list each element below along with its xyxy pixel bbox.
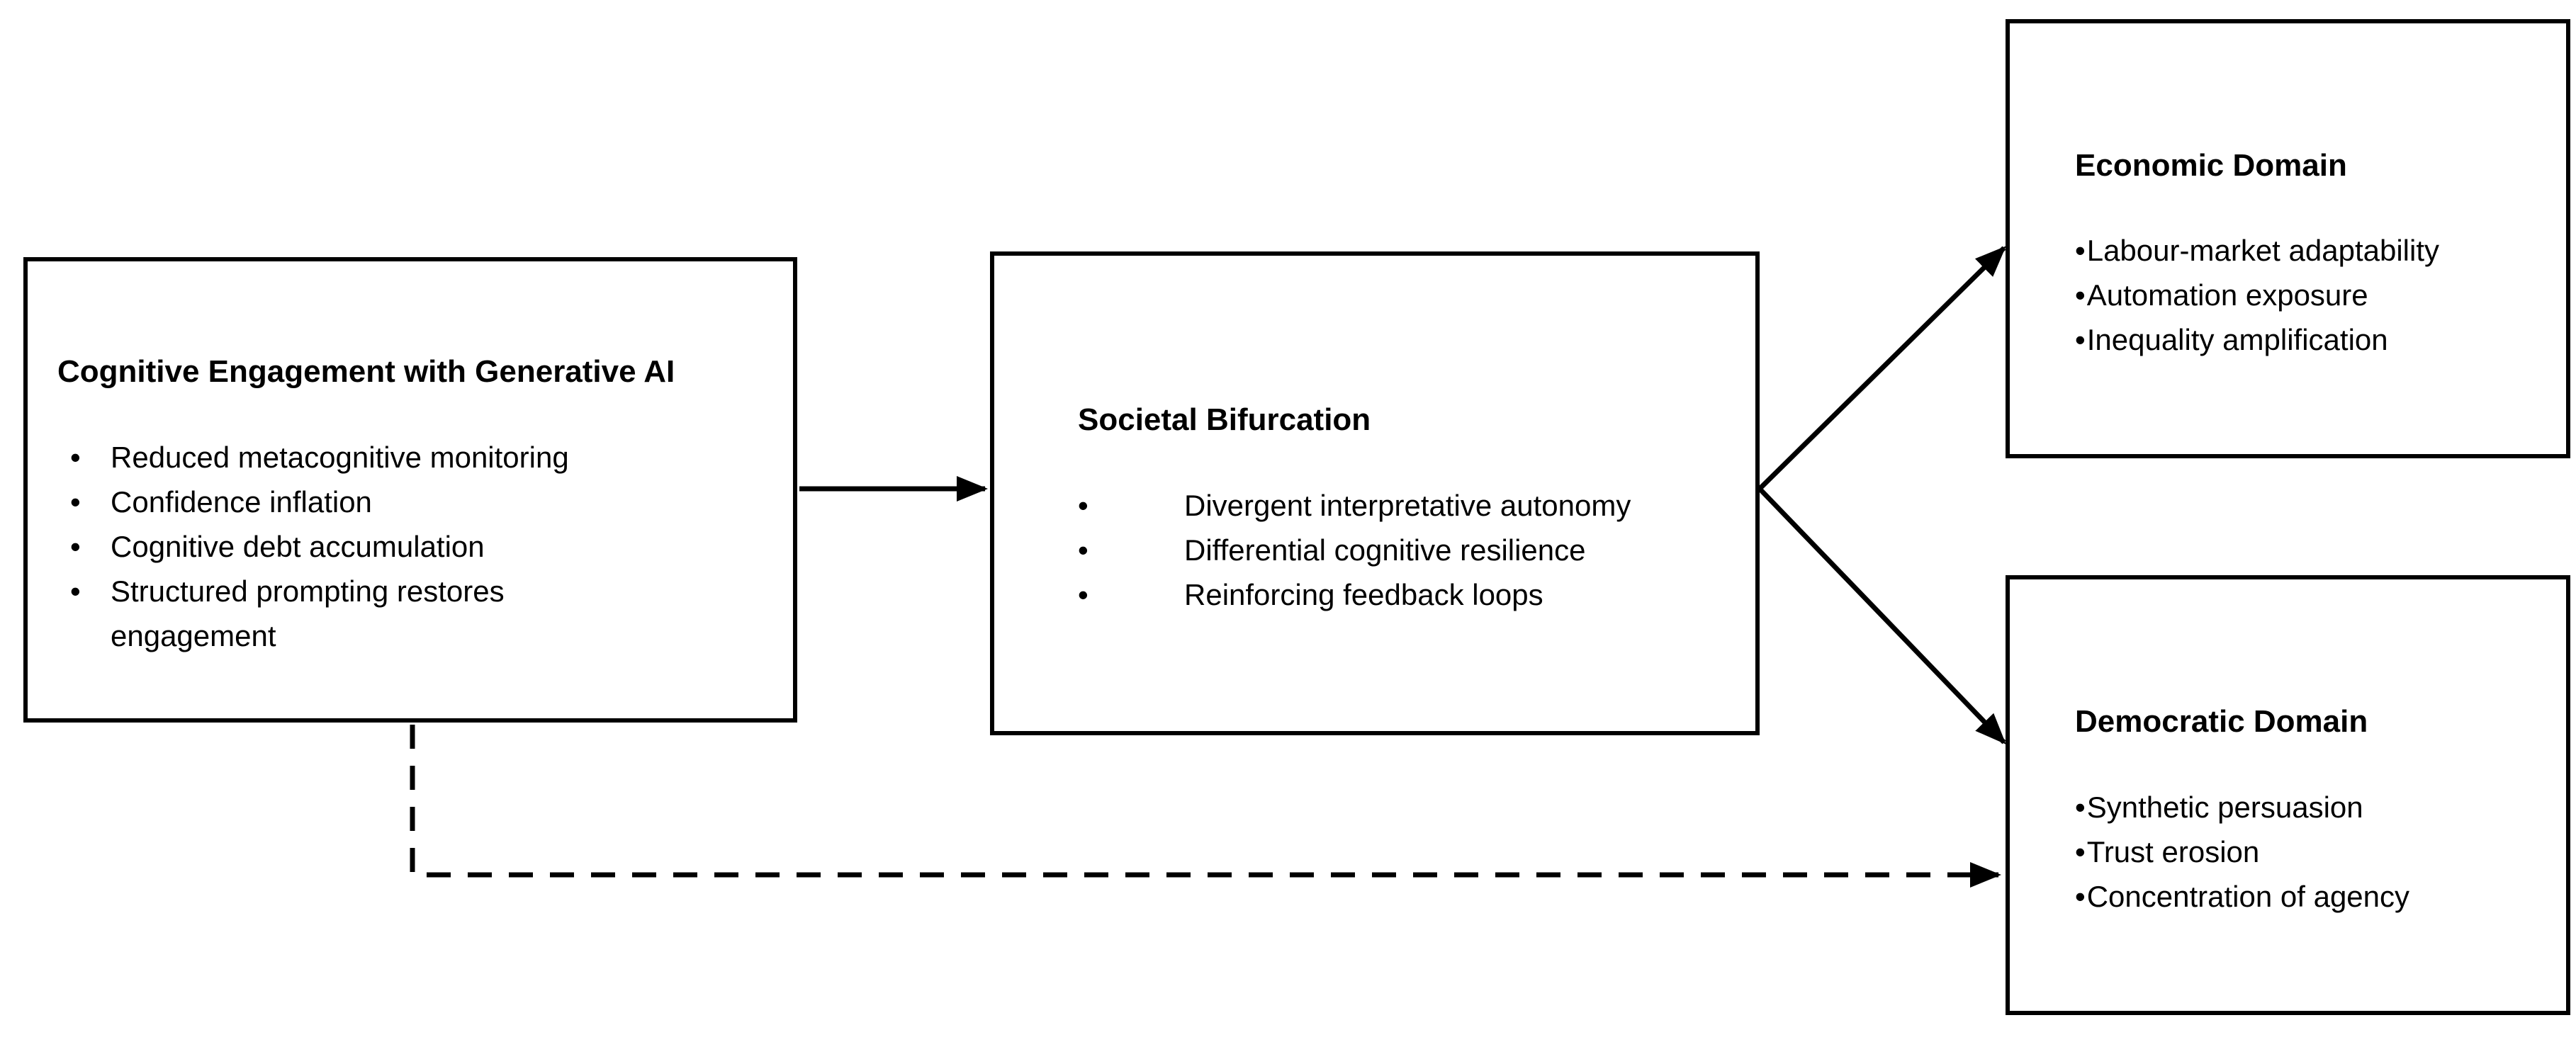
node-title: Economic Domain [2075,147,2347,183]
list-item-label: Labour-market adaptability [2086,234,2439,268]
bullet-marker: • [2075,790,2086,824]
arrow-cognitive-to-democratic-dashed [410,725,2001,888]
node-title: Democratic Domain [2075,704,2368,740]
list-item-label: Inequality amplification [2086,323,2388,357]
node-economic-domain: Economic Domain • Labour-market adaptabi… [2006,19,2570,458]
list-item: • Labour-market adaptability [2075,228,2549,273]
list-item: • Synthetic persuasion [2075,785,2549,829]
bullet-marker: • [70,574,81,608]
bullet-marker: • [2075,234,2086,268]
list-item: • Trust erosion [2075,829,2549,874]
list-item-label: Confidence inflation [111,485,372,519]
bullet-marker: • [1078,488,1089,522]
list-item: • Reinforcing feedback loops [1078,572,1734,617]
list-item: • Divergent interpretative autonomy [1078,483,1734,528]
bullet-list: • Reduced metacognitive monitoring • Con… [57,435,769,658]
bullet-list: • Labour-market adaptability • Automatio… [2075,228,2549,362]
list-item-label: Structured prompting restores engagement [111,574,505,652]
bullet-marker: • [70,485,81,519]
bullet-marker: • [1078,577,1089,611]
list-item: • Differential cognitive resilience [1078,528,1734,572]
list-item-label: Synthetic persuasion [2086,790,2363,824]
arrow-societal-to-economic [1757,246,2006,491]
bullet-marker: • [2075,834,2086,868]
list-item: • Confidence inflation [57,480,769,524]
bullet-marker: • [70,529,81,563]
bullet-list: • Divergent interpretative autonomy • Di… [1078,483,1734,617]
node-title: Societal Bifurcation [1078,402,1371,438]
bullet-marker: • [2075,323,2086,357]
list-item-label: Concentration of agency [2086,879,2410,913]
list-item: • Cognitive debt accumulation [57,524,769,569]
node-democratic-domain: Democratic Domain • Synthetic persuasion… [2006,575,2570,1015]
node-cognitive-engagement: Cognitive Engagement with Generative AI … [23,257,797,723]
list-item: • Automation exposure [2075,273,2549,317]
bullet-marker: • [70,440,81,474]
list-item-label: Reduced metacognitive monitoring [111,440,569,474]
list-item-label: Differential cognitive resilience [1184,533,1586,567]
list-item-label: Divergent interpretative autonomy [1184,488,1631,522]
list-item-label: Reinforcing feedback loops [1184,577,1543,611]
bullet-marker: • [2075,879,2086,913]
bullet-marker: • [1078,533,1089,567]
bullet-marker: • [2075,278,2086,312]
node-title: Cognitive Engagement with Generative AI [57,354,675,390]
list-item-label: Automation exposure [2086,278,2368,312]
list-item: • Concentration of agency [2075,874,2549,919]
node-societal-bifurcation: Societal Bifurcation • Divergent interpr… [990,251,1760,735]
list-item-label: Trust erosion [2086,834,2260,868]
list-item: • Inequality amplification [2075,317,2549,362]
list-item: • Structured prompting restores engageme… [57,569,769,658]
list-item-label: Cognitive debt accumulation [111,529,485,563]
arrow-societal-to-democratic [1757,487,2006,744]
list-item: • Reduced metacognitive monitoring [57,435,769,480]
bullet-list: • Synthetic persuasion • Trust erosion •… [2075,785,2549,919]
